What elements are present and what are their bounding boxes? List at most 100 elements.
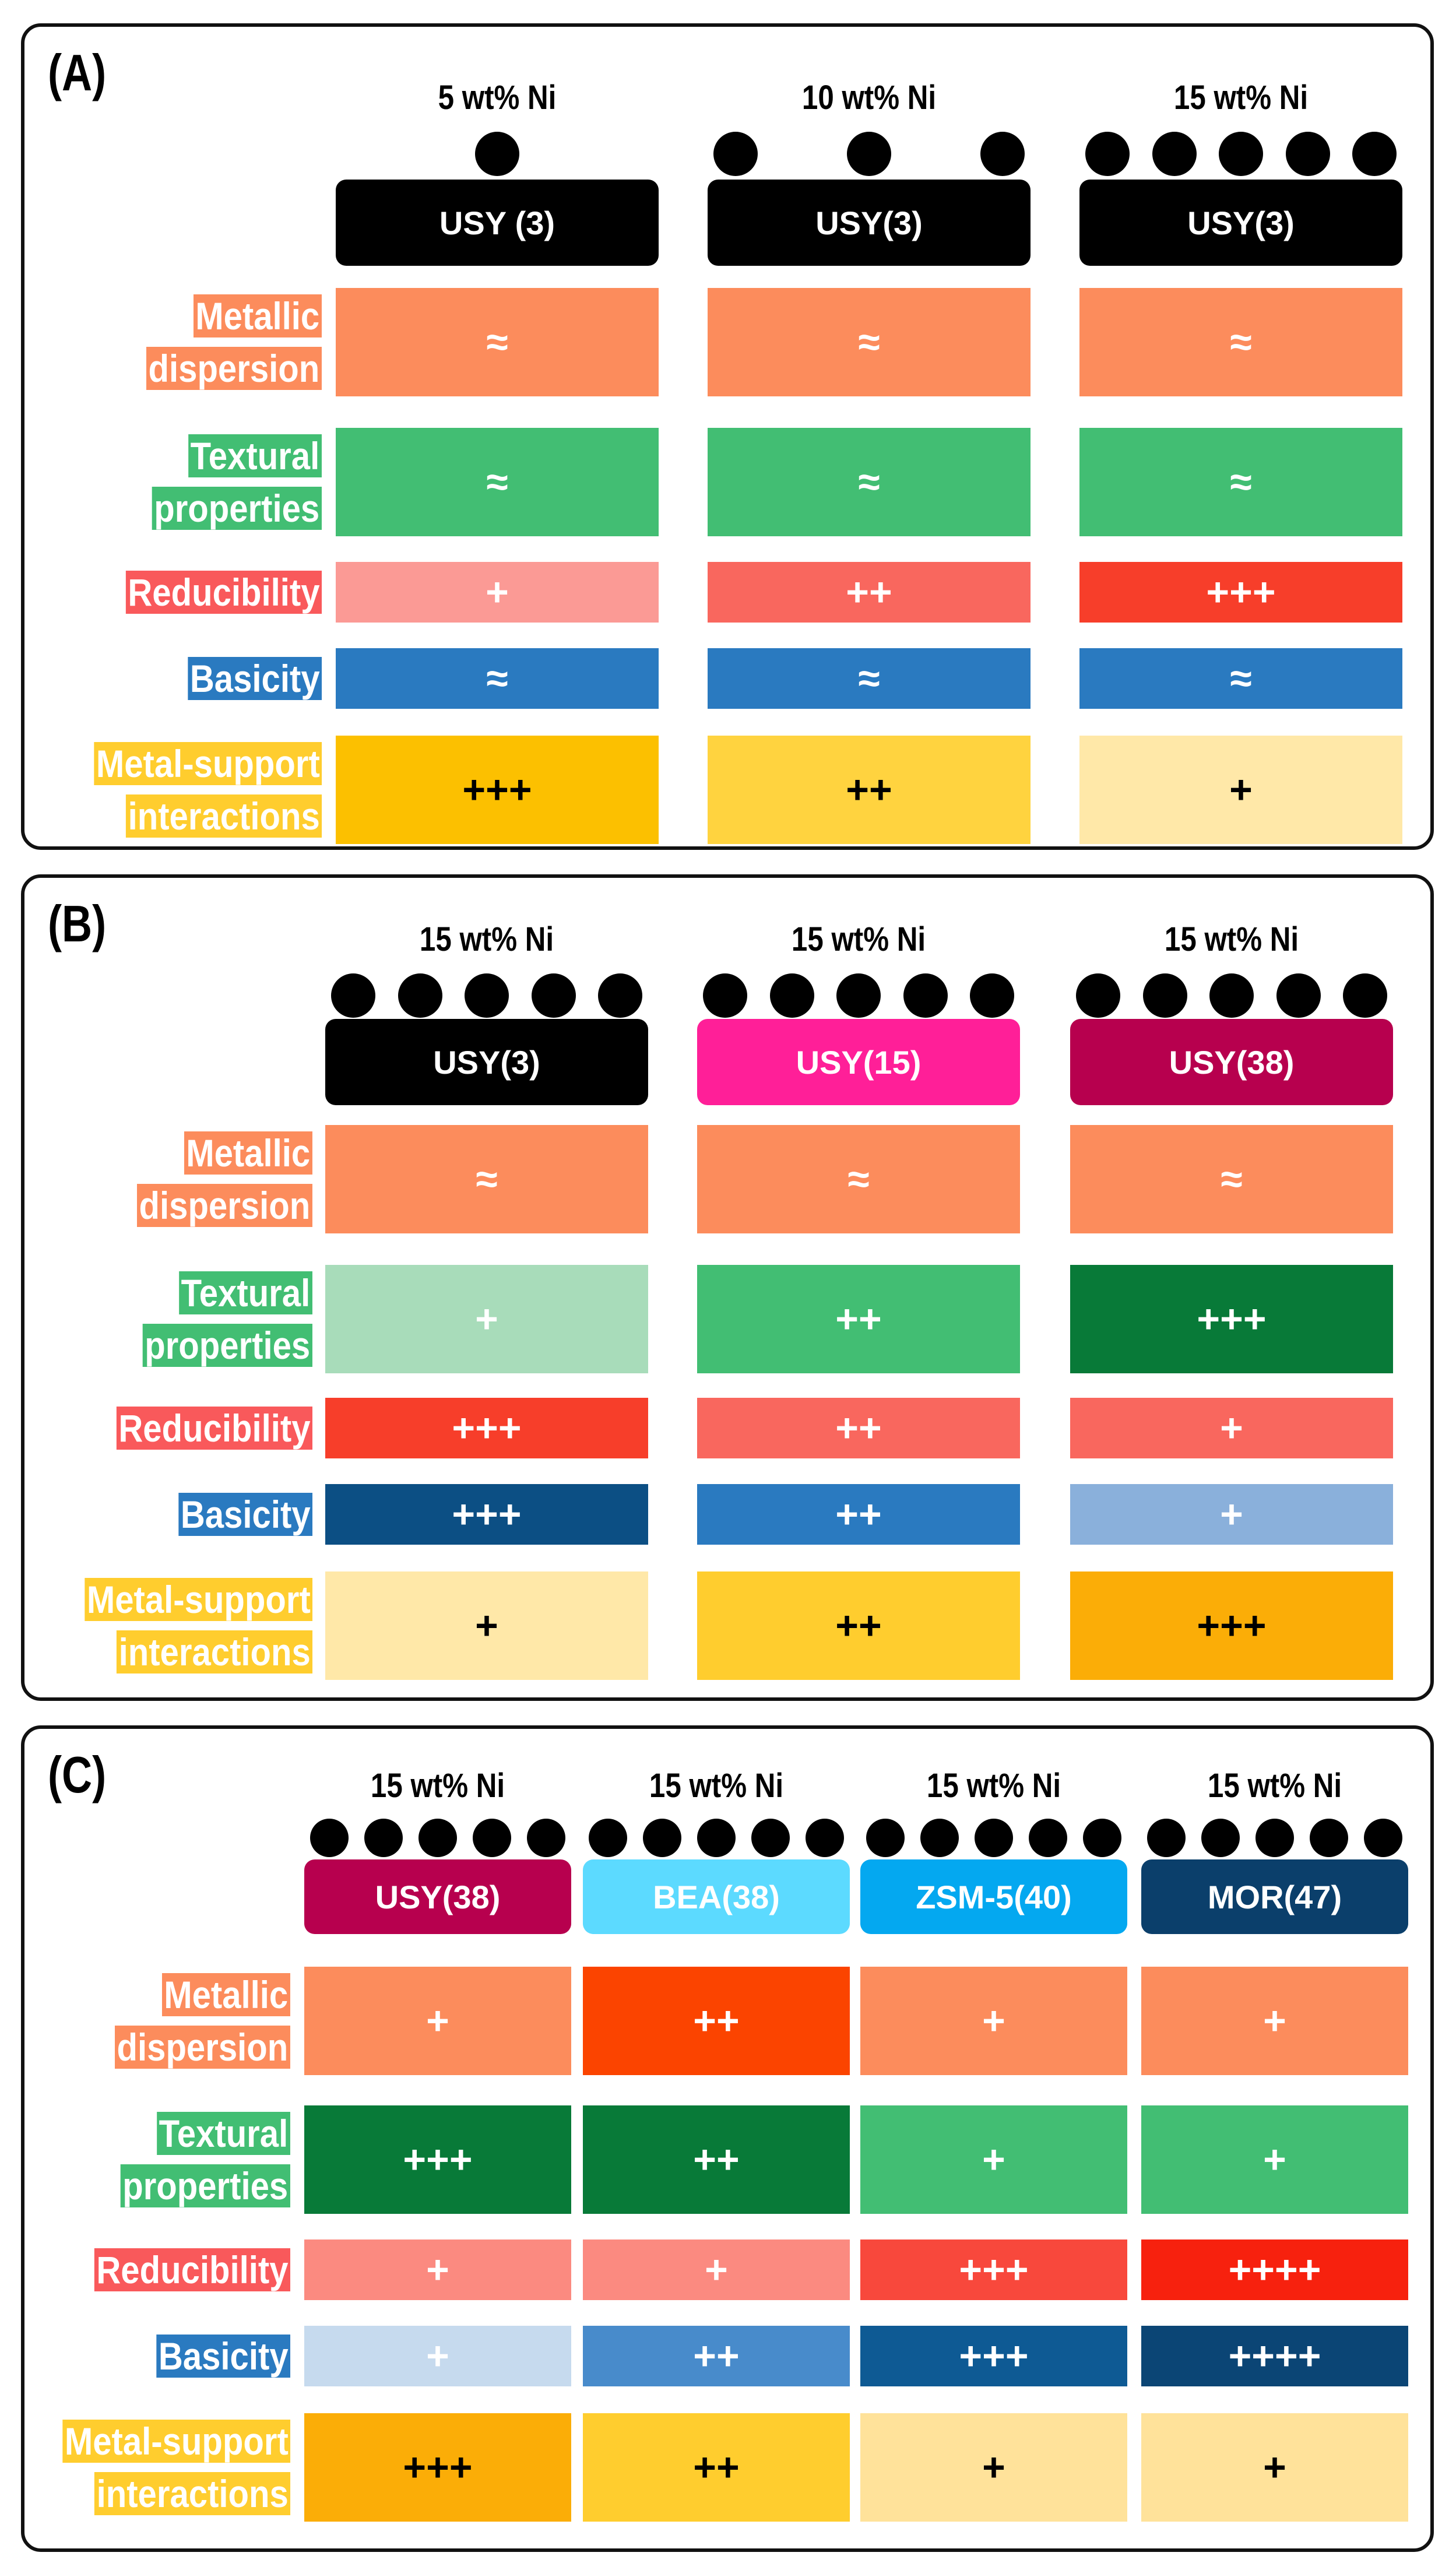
ni-particle-icon <box>1152 132 1197 176</box>
row-label-msi: Metal-support interactions <box>24 2413 290 2522</box>
ni-loading-header: 15 wt% Ni <box>370 1767 505 1805</box>
row-label-line: Reducibility <box>125 571 322 614</box>
cell-red: ++++ <box>1141 2239 1408 2300</box>
row-label-line: Reducibility <box>116 1407 312 1450</box>
ni-particle-icon <box>1085 132 1130 176</box>
row-label-line: Metal-support <box>84 1578 312 1621</box>
cell-metal: ≈ <box>697 1125 1020 1233</box>
ni-particles <box>866 1819 1121 1857</box>
ni-particle-icon <box>1147 1819 1186 1857</box>
row-label-line: Reducibility <box>94 2248 290 2291</box>
ni-particle-icon <box>1364 1819 1402 1857</box>
row-label-line: properties <box>120 2164 290 2207</box>
cell-text: +++ <box>1070 1265 1393 1373</box>
ni-particle-icon <box>1083 1819 1121 1857</box>
row-label-line: Metal-support <box>93 742 322 785</box>
ni-particle-icon <box>980 132 1025 176</box>
cell-msi: ++ <box>708 736 1031 844</box>
row-label-text: Basicity <box>156 2330 290 2382</box>
row-label-line: properties <box>142 1324 312 1367</box>
cell-bas: ++++ <box>1141 2326 1408 2386</box>
cell-red: +++ <box>325 1398 648 1458</box>
ni-loading-header: 5 wt% Ni <box>438 79 557 117</box>
cell-red: + <box>1070 1398 1393 1458</box>
cell-msi: + <box>325 1571 648 1680</box>
ni-particle-icon <box>598 973 642 1018</box>
ni-particle-icon <box>970 973 1014 1018</box>
ni-particle-icon <box>1285 132 1330 176</box>
row-label-bas: Basicity <box>24 2326 290 2386</box>
cell-text: ++ <box>583 2105 850 2214</box>
support-label: MOR(47) <box>1141 1859 1408 1934</box>
row-label-line: Basicity <box>188 657 322 700</box>
ni-particles <box>1085 132 1397 176</box>
cell-bas: ++ <box>583 2326 850 2386</box>
row-label-line: Metal-support <box>62 2420 290 2463</box>
cell-bas: + <box>304 2326 571 2386</box>
cell-msi: + <box>860 2413 1127 2522</box>
cell-text: ≈ <box>708 428 1031 536</box>
ni-particle-icon <box>806 1819 844 1857</box>
row-label-text: Reducibility <box>116 1402 312 1454</box>
cell-metal: + <box>1141 1967 1408 2075</box>
ni-particle-icon <box>310 1819 349 1857</box>
ni-particle-icon <box>847 132 891 176</box>
cell-red: + <box>583 2239 850 2300</box>
row-label-line: Metallic <box>184 1131 312 1175</box>
ni-particle-icon <box>1076 973 1120 1018</box>
support-label: USY(3) <box>1079 180 1402 266</box>
ni-particles <box>713 132 1025 176</box>
ni-particle-icon <box>465 973 509 1018</box>
ni-particle-icon <box>1310 1819 1348 1857</box>
row-label-line: Basicity <box>156 2335 290 2378</box>
row-label-text: Metallic dispersion <box>137 1127 312 1232</box>
ni-loading-header: 15 wt% Ni <box>649 1767 784 1805</box>
cell-text: + <box>860 2105 1127 2214</box>
cell-text: ++ <box>697 1265 1020 1373</box>
panel-label: (B) <box>48 895 107 952</box>
row-label-line: Metallic <box>161 1973 290 2016</box>
ni-loading-header: 10 wt% Ni <box>801 79 937 117</box>
ni-particle-icon <box>527 1819 565 1857</box>
panel-label: (C) <box>48 1746 107 1803</box>
row-label-text: Reducibility <box>94 2244 290 2296</box>
cell-bas: + <box>1070 1484 1393 1545</box>
ni-particle-icon <box>398 973 442 1018</box>
cell-msi: +++ <box>304 2413 571 2522</box>
ni-particles <box>336 132 659 176</box>
ni-loading-header: 15 wt% Ni <box>419 920 554 958</box>
cell-text: +++ <box>304 2105 571 2214</box>
row-label-text: Textural properties <box>142 1267 312 1372</box>
cell-text: + <box>325 1265 648 1373</box>
ni-particle-icon <box>713 132 758 176</box>
cell-red: ++ <box>697 1398 1020 1458</box>
ni-loading-header: 15 wt% Ni <box>1207 1767 1342 1805</box>
ni-particle-icon <box>975 1819 1013 1857</box>
row-label-text: Basicity <box>188 652 322 705</box>
ni-particle-icon <box>1343 973 1387 1018</box>
row-label-line: Textural <box>179 1271 312 1314</box>
ni-particle-icon <box>1142 973 1187 1018</box>
cell-bas: ≈ <box>708 648 1031 709</box>
ni-particle-icon <box>589 1819 627 1857</box>
cell-msi: ++ <box>697 1571 1020 1680</box>
row-label-line: interactions <box>94 2472 290 2515</box>
support-label: USY(38) <box>304 1859 571 1934</box>
cell-msi: + <box>1141 2413 1408 2522</box>
row-label-red: Reducibility <box>24 2239 290 2300</box>
cell-msi: +++ <box>1070 1571 1393 1680</box>
ni-particle-icon <box>364 1819 403 1857</box>
ni-particle-icon <box>1352 132 1397 176</box>
cell-metal: ≈ <box>708 288 1031 396</box>
ni-particle-icon <box>473 1819 511 1857</box>
cell-msi: ++ <box>583 2413 850 2522</box>
row-label-line: dispersion <box>137 1184 312 1227</box>
